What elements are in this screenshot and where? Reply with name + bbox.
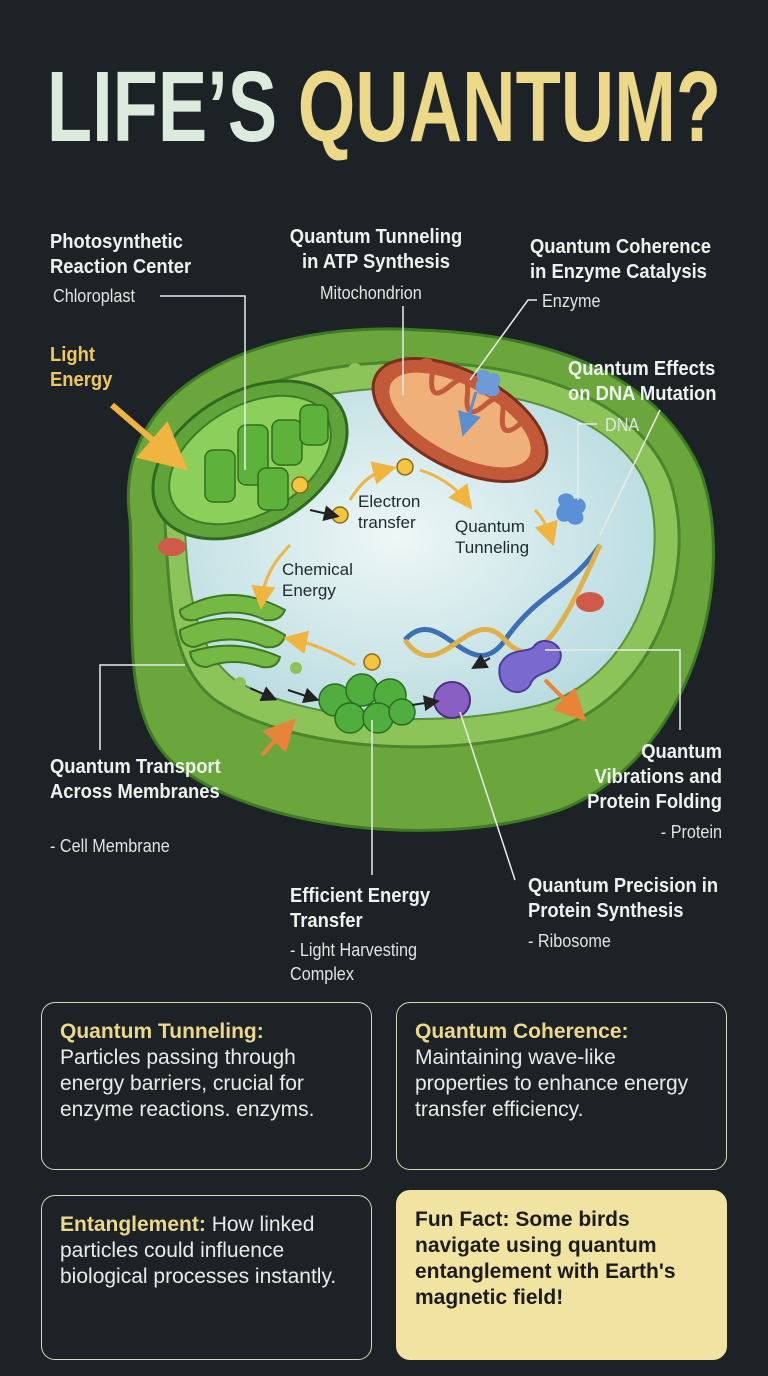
page-title: LIFE’S QUANTUM?	[46, 51, 722, 163]
label-protein: - Protein	[660, 822, 722, 842]
label-transport-title: Quantum Transport Across Membranes	[50, 756, 221, 803]
flow-arrows	[110, 391, 587, 757]
label-dna-title: Quantum Effects on DNA Mutation	[568, 358, 717, 405]
label-enzyme: Enzyme	[542, 291, 601, 311]
label-mitochondrion: Mitochondrion	[320, 283, 422, 303]
label-atp-title: Quantum Tunneling in ATP Synthesis	[289, 226, 463, 273]
label-ribosome: - Ribosome	[528, 931, 611, 951]
label-energy-transfer-title: Efficient Energy Transfer	[290, 885, 431, 932]
label-dna: DNA	[605, 415, 640, 435]
light-harvesting-complex	[318, 673, 416, 734]
card-quantum-tunneling: Quantum Tunneling:Particles passing thro…	[41, 1002, 372, 1170]
cell-illustration	[99, 295, 715, 881]
card-fun-fact: Fun Fact: Some birds navigate using quan…	[396, 1190, 727, 1360]
label-chloroplast: Chloroplast	[53, 286, 135, 306]
label-light-energy: Light Energy	[50, 344, 113, 391]
ribosome	[433, 681, 471, 719]
protein	[498, 640, 562, 694]
dna-helix	[402, 543, 603, 658]
label-protein-synthesis-title: Quantum Precision in Protein Synthesis	[528, 875, 719, 922]
label-enzyme-title: Quantum Coherence in Enzyme Catalysis	[530, 236, 711, 283]
label-photosynthetic-title: Photosynthetic Reaction Center	[50, 231, 192, 278]
electron-markers	[291, 458, 414, 671]
card-quantum-coherence: Quantum Coherence:Maintaining wave-like …	[396, 1002, 727, 1170]
label-chemical-energy: Chemical Energy	[282, 560, 353, 600]
label-electron-transfer: Electron transfer	[358, 492, 421, 532]
label-cell-membrane: - Cell Membrane	[50, 836, 170, 856]
dna-mutation-blob	[556, 493, 586, 525]
leader-lines	[99, 295, 681, 881]
label-quantum-tunneling: Quantum Tunneling	[455, 517, 530, 557]
enzyme-blob	[475, 369, 501, 397]
card-entanglement: Entanglement: How linked particles could…	[41, 1195, 372, 1360]
vesicles	[158, 363, 604, 689]
golgi	[178, 594, 287, 669]
chloroplast	[151, 379, 349, 541]
label-light-harvesting: - Light Harvesting Complex	[290, 940, 417, 984]
label-protein-folding-title: Quantum Vibrations and Protein Folding	[587, 741, 722, 813]
